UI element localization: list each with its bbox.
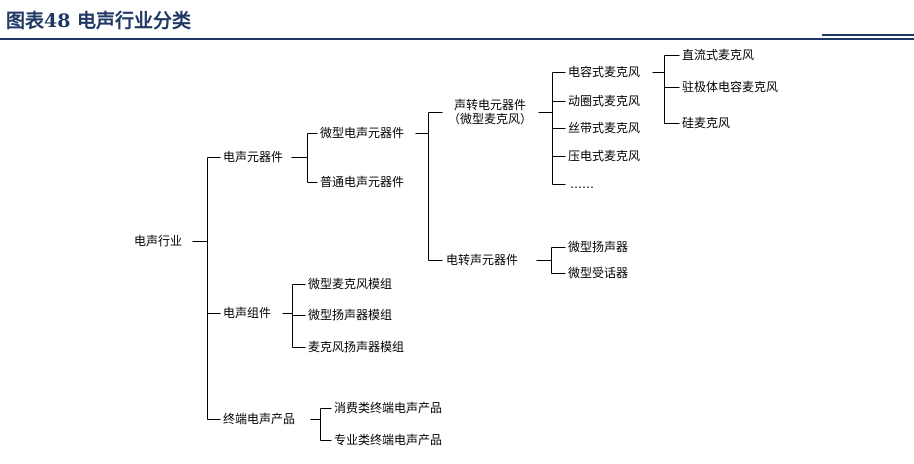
node-components: 电声元器件 — [223, 150, 284, 164]
node-mic-module: 微型麦克风模组 — [308, 277, 393, 291]
node-micro-components: 微型电声元器件 — [320, 126, 405, 140]
node-silicon-mic: 硅麦克风 — [682, 116, 731, 130]
title-underline — [0, 38, 914, 40]
node-piezo-mic: 压电式麦克风 — [568, 149, 641, 163]
node-products: 终端电声产品 — [223, 412, 296, 426]
node-micro-receiver: 微型受话器 — [568, 266, 629, 280]
node-more: …… — [570, 177, 594, 191]
node-root: 电声行业 — [134, 234, 183, 248]
node-sound-to-electric-line2: （微型麦克风） — [447, 112, 532, 126]
node-modules: 电声组件 — [223, 306, 272, 320]
node-micro-speaker: 微型扬声器 — [568, 240, 629, 254]
node-dc-mic: 直流式麦克风 — [682, 48, 755, 62]
node-sound-to-electric-line1: 声转电元器件 — [453, 98, 526, 112]
node-mic-speaker-module: 麦克风扬声器模组 — [308, 340, 405, 354]
node-speaker-module: 微型扬声器模组 — [308, 308, 393, 322]
diagram-title: 图表48 电声行业分类 — [6, 10, 192, 32]
node-professional-products: 专业类终端电声产品 — [334, 433, 443, 447]
title-underline-accent — [822, 34, 914, 36]
node-consumer-products: 消费类终端电声产品 — [334, 401, 443, 415]
node-electric-to-sound: 电转声元器件 — [446, 253, 519, 267]
node-electret-mic: 电容式麦克风 — [568, 65, 641, 79]
node-sound-to-electric: 声转电元器件 （微型麦克风） — [442, 98, 538, 126]
node-dynamic-mic: 动圈式麦克风 — [568, 94, 641, 108]
node-electret-condenser-mic: 驻极体电容麦克风 — [682, 80, 779, 94]
node-normal-components: 普通电声元器件 — [320, 175, 405, 189]
node-ribbon-mic: 丝带式麦克风 — [568, 121, 641, 135]
